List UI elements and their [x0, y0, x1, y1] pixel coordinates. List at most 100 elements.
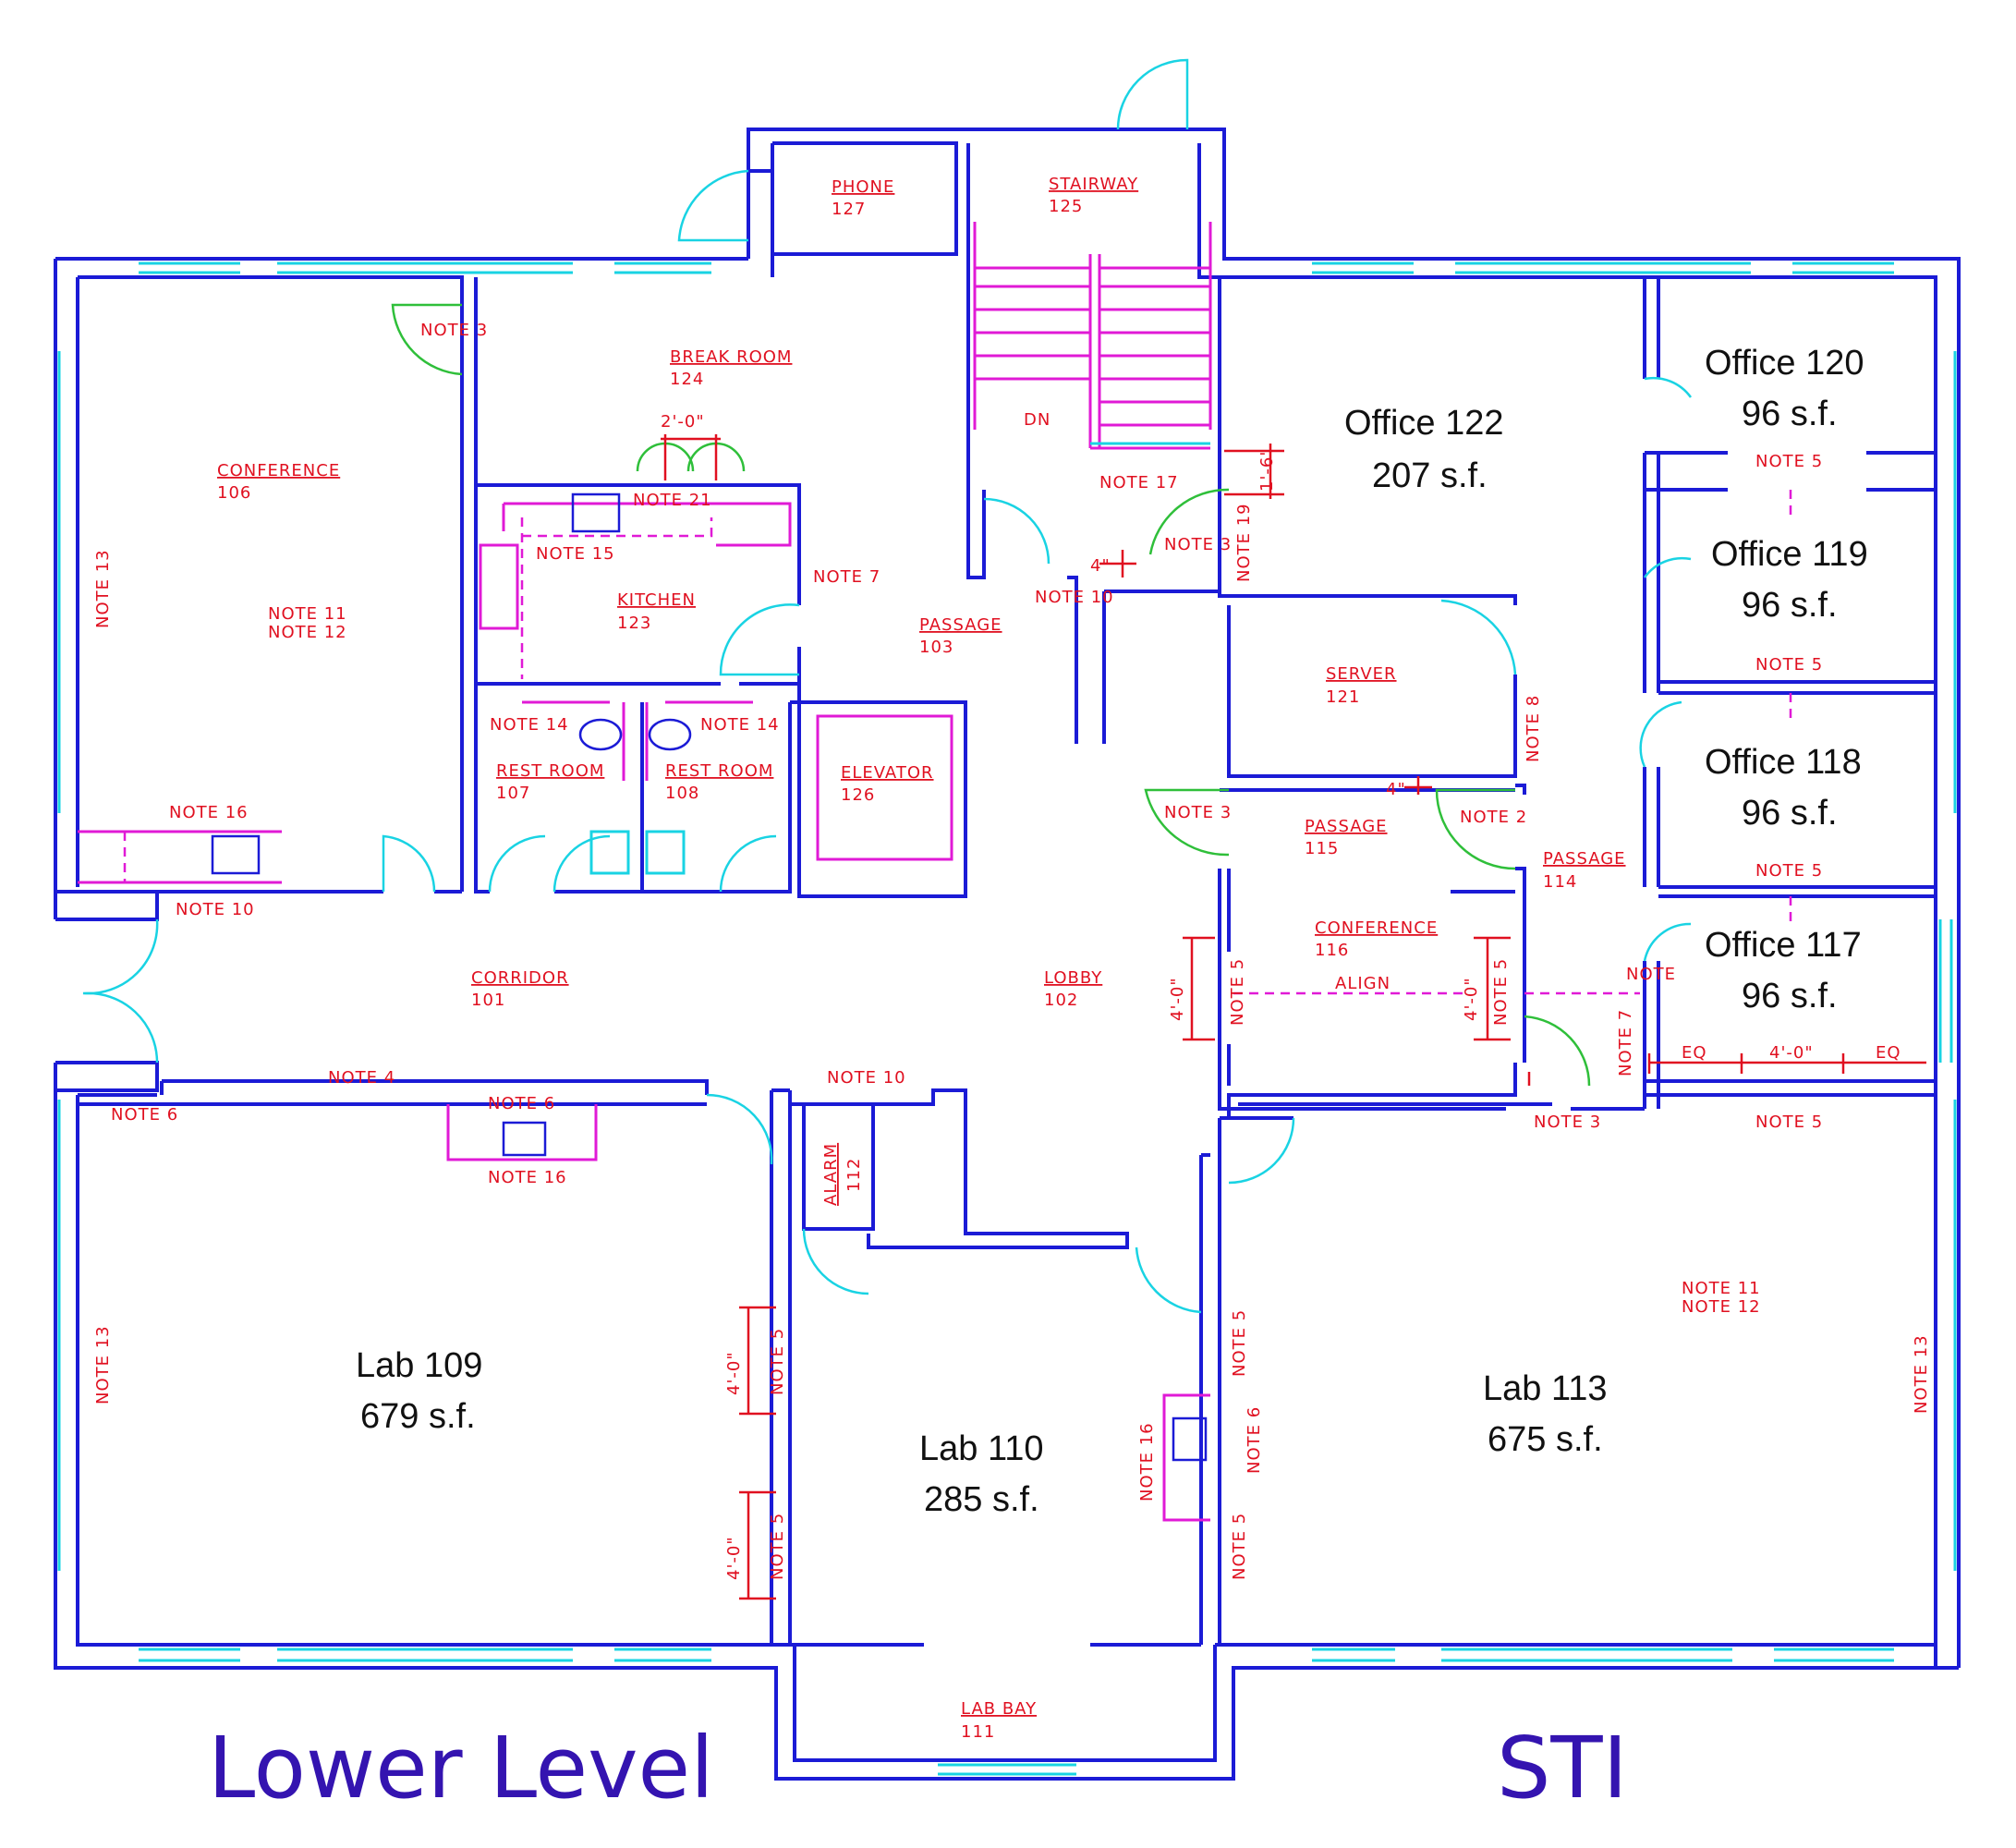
room-passage-103-name: PASSAGE: [919, 615, 1002, 635]
note-11-lab-113: NOTE 11: [1682, 1279, 1761, 1298]
note-13-west-upper: NOTE 13: [93, 549, 113, 628]
room-break-room-num: 124: [670, 370, 704, 389]
note-10-conference: NOTE 10: [176, 900, 255, 919]
lab-109-name: Lab 109: [356, 1346, 482, 1385]
room-stairway-num: 125: [1049, 197, 1083, 216]
room-elevator-name: ELEVATOR: [841, 763, 934, 783]
lab-110-name: Lab 110: [919, 1429, 1044, 1468]
title-lower-level: Lower Level: [208, 1719, 714, 1818]
note-19: NOTE 19: [1234, 503, 1254, 582]
office-122-area: 207 s.f.: [1372, 456, 1488, 495]
lab-113-name: Lab 113: [1483, 1369, 1608, 1408]
note-14-restroom-108: NOTE 14: [700, 715, 780, 735]
note-3-passage-114: NOTE 3: [1534, 1112, 1601, 1132]
note-16-conference: NOTE 16: [169, 803, 249, 822]
dim-4in-server: 4": [1386, 780, 1406, 799]
note-5-office-119: NOTE 5: [1755, 655, 1823, 675]
note-8: NOTE 8: [1524, 695, 1543, 762]
note-14-restroom-107: NOTE 14: [490, 715, 569, 735]
note-office-117: NOTE: [1626, 965, 1676, 984]
note-21: NOTE 21: [633, 491, 712, 510]
restroom-fixtures: [522, 700, 753, 875]
note-5-lab-110-lower: NOTE 5: [768, 1513, 787, 1580]
room-lobby-name: LOBBY: [1044, 968, 1102, 988]
room-corridor-num: 101: [471, 991, 505, 1010]
office-117-area: 96 s.f.: [1742, 977, 1838, 1015]
dim-4ft-conference-west: 4'-0": [1168, 977, 1187, 1021]
office-118-name: Office 118: [1705, 743, 1862, 782]
room-alarm-name: ALARM: [821, 1143, 841, 1206]
note-labels: NOTE 3 NOTE 13 NOTE 11 NOTE 12 NOTE 21 N…: [93, 321, 1931, 1580]
room-server-name: SERVER: [1326, 664, 1397, 684]
room-lab-bay-name: LAB BAY: [961, 1699, 1037, 1719]
room-passage-103-num: 103: [919, 638, 953, 657]
room-conference-106-num: 106: [217, 483, 251, 503]
note-7-office-117: NOTE 7: [1616, 1009, 1635, 1076]
stairs: [973, 222, 1212, 450]
note-5-office-117: NOTE 5: [1755, 1112, 1823, 1132]
note-3-stair: NOTE 3: [1164, 535, 1232, 554]
note-10-passage: NOTE 10: [1035, 588, 1114, 607]
dim-4in-stair: 4": [1090, 556, 1111, 576]
room-passage-115-num: 115: [1305, 839, 1339, 858]
room-alarm-num: 112: [844, 1158, 864, 1192]
lab-labels: Lab 109 679 s.f. Lab 110 285 s.f. Lab 11…: [356, 1346, 1608, 1519]
note-6-lab-109-counter: NOTE 6: [488, 1094, 555, 1113]
exterior-walls: [54, 128, 1961, 1781]
note-17: NOTE 17: [1099, 473, 1179, 492]
note-5-conference-east: NOTE 5: [1491, 958, 1511, 1026]
office-122-name: Office 122: [1344, 404, 1504, 443]
room-passage-115-name: PASSAGE: [1305, 817, 1388, 836]
office-119-area: 96 s.f.: [1742, 586, 1838, 625]
dimension-lines: [739, 444, 1926, 1600]
note-2: NOTE 2: [1460, 808, 1527, 827]
dim-1ft6: 1'-6": [1257, 447, 1277, 492]
dim-eq-right: EQ: [1876, 1043, 1901, 1063]
lab-113-area: 675 s.f.: [1488, 1420, 1603, 1459]
dim-align: ALIGN: [1335, 974, 1391, 993]
note-5-office-120: NOTE 5: [1755, 452, 1823, 471]
room-kitchen-name: KITCHEN: [617, 590, 696, 610]
note-12-lab-113: NOTE 12: [1682, 1297, 1761, 1317]
note-5-lab-113-upper: NOTE 5: [1230, 1309, 1249, 1377]
room-restroom-107-name: REST ROOM: [496, 761, 604, 781]
note-5-conference-west: NOTE 5: [1228, 958, 1247, 1026]
note-5-office-118: NOTE 5: [1755, 861, 1823, 881]
note-5-lab-113-lower: NOTE 5: [1230, 1513, 1249, 1580]
note-15: NOTE 15: [536, 544, 615, 564]
kitchen-fixtures: [479, 434, 792, 679]
dim-2ft: 2'-0": [661, 412, 705, 432]
office-117-name: Office 117: [1705, 926, 1862, 965]
note-11-conference: NOTE 11: [268, 604, 347, 624]
room-conference-106-name: CONFERENCE: [217, 461, 340, 480]
dim-4ft-conference-east: 4'-0": [1462, 977, 1481, 1021]
room-break-room-name: BREAK ROOM: [670, 347, 792, 367]
room-passage-114-name: PASSAGE: [1543, 849, 1626, 869]
room-restroom-108-num: 108: [665, 784, 699, 803]
room-conference-116-num: 116: [1315, 941, 1349, 960]
title-sti: STI: [1497, 1719, 1628, 1818]
conference-counter: [78, 830, 282, 884]
note-16-lab-109: NOTE 16: [488, 1168, 567, 1187]
note-3-passage-115: NOTE 3: [1164, 803, 1232, 822]
lab-110-area: 285 s.f.: [924, 1480, 1039, 1519]
stair-dn: DN: [1024, 410, 1051, 430]
note-16-lab-110: NOTE 16: [1137, 1422, 1157, 1502]
doors: [82, 58, 1693, 1314]
note-6-lab-109: NOTE 6: [111, 1105, 178, 1125]
room-restroom-108-name: REST ROOM: [665, 761, 773, 781]
room-phone-num: 127: [832, 200, 866, 219]
note-13-east: NOTE 13: [1912, 1334, 1931, 1414]
room-lobby-num: 102: [1044, 991, 1078, 1010]
room-phone-name: PHONE: [832, 177, 894, 197]
office-120-name: Office 120: [1705, 344, 1864, 383]
office-119-name: Office 119: [1711, 535, 1868, 574]
room-labels: PHONE 127 STAIRWAY 125 BREAK ROOM 124 CO…: [217, 175, 1626, 1742]
dimension-labels: 2'-0" DN 1'-6" 4" 4" 4'-0" 4'-0" ALIGN E…: [661, 410, 1901, 1580]
note-12-conference: NOTE 12: [268, 623, 347, 642]
dim-4ft-lab-lower: 4'-0": [724, 1536, 744, 1580]
lab-109-counter: [446, 1104, 598, 1161]
office-118-area: 96 s.f.: [1742, 794, 1838, 833]
room-corridor-name: CORRIDOR: [471, 968, 569, 988]
